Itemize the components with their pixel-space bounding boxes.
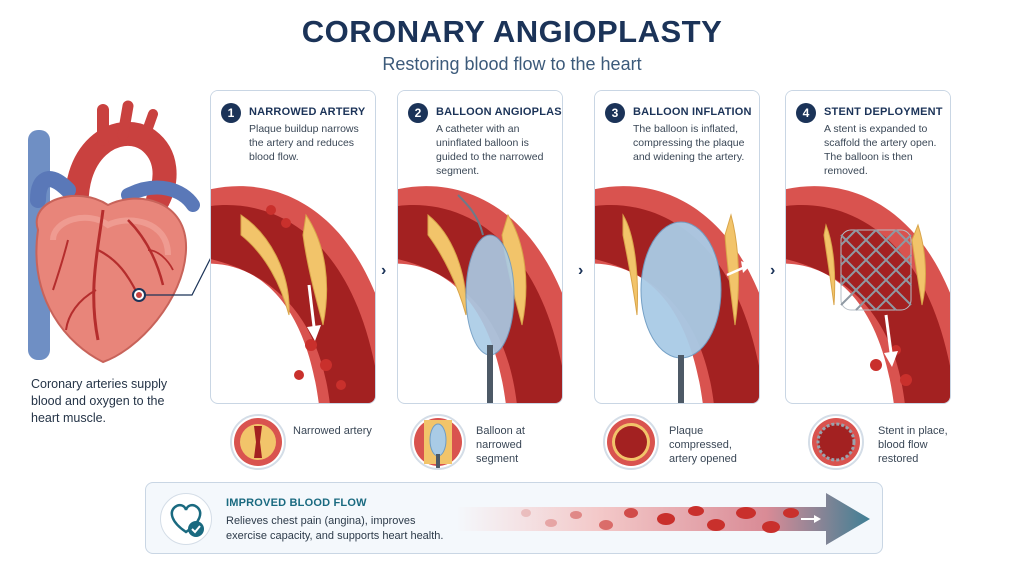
heart-check-icon	[160, 493, 212, 545]
thumbnail-label: Stent in place, blood flow restored	[878, 425, 948, 465]
step-title: BALLOON ANGIOPLASTY	[436, 106, 563, 118]
balloon-angioplasty-illustration	[398, 186, 562, 403]
benefit-text: Relieves chest pain (angina), improves e…	[226, 515, 444, 542]
step-panel-4: 4 STENT DEPLOYMENT A stent is expanded t…	[785, 90, 951, 404]
balloon-inflation-illustration	[595, 186, 759, 403]
step-description: A catheter with an uninflated balloon is…	[436, 123, 544, 177]
step-panel-2: 2 BALLOON ANGIOPLASTY A catheter with an…	[397, 90, 563, 404]
plaque	[240, 214, 290, 316]
step-panel-1: 1 NARROWED ARTERY Plaque buildup narrows…	[210, 90, 376, 404]
step-number-badge: 4	[796, 103, 816, 123]
guidewire	[457, 194, 484, 236]
coronary-artery	[92, 209, 105, 341]
thumbnail-stent	[808, 414, 864, 470]
heart-illustration	[8, 100, 208, 370]
step-number-badge: 2	[408, 103, 428, 123]
page-subtitle: Restoring blood flow to the heart	[382, 54, 642, 74]
step-description: The balloon is inflated, compressing the…	[633, 123, 745, 163]
step-description: A stent is expanded to scaffold the arte…	[824, 123, 937, 177]
step-number-badge: 1	[221, 103, 241, 123]
benefit-panel: IMPROVED BLOOD FLOW Relieves chest pain …	[145, 482, 883, 554]
stent-deployment-illustration	[786, 186, 950, 403]
narrowed-artery-illustration	[211, 186, 375, 403]
chevron-right-icon: ›	[381, 262, 387, 279]
thumbnail-label: Plaque compressed, artery opened	[669, 425, 737, 465]
thumbnail-narrowed	[230, 414, 286, 470]
step-panel-3: 3 BALLOON INFLATION The balloon is infla…	[594, 90, 760, 404]
thumbnail-label: Balloon at narrowed segment	[476, 425, 525, 465]
benefit-title: IMPROVED BLOOD FLOW	[226, 497, 367, 509]
page-title: CORONARY ANGIOPLASTY	[301, 14, 723, 49]
thumbnail-label: Narrowed artery	[293, 425, 372, 437]
stent-mesh	[840, 229, 912, 311]
chevron-right-icon: ›	[770, 262, 776, 279]
step-description: Plaque buildup narrows the artery and re…	[249, 123, 359, 163]
step-title: STENT DEPLOYMENT	[824, 106, 943, 118]
balloon	[640, 221, 722, 359]
step-title: NARROWED ARTERY	[249, 106, 366, 118]
thumbnail-balloon	[410, 414, 466, 470]
chevron-right-icon: ›	[578, 262, 584, 279]
step-title: BALLOON INFLATION	[633, 106, 752, 118]
blood-flow-arrow	[456, 493, 870, 545]
balloon	[465, 234, 515, 356]
thumbnail-compressed	[603, 414, 659, 470]
heart-caption: Coronary arteries supply blood and oxyge…	[31, 377, 168, 425]
step-number-badge: 3	[605, 103, 625, 123]
